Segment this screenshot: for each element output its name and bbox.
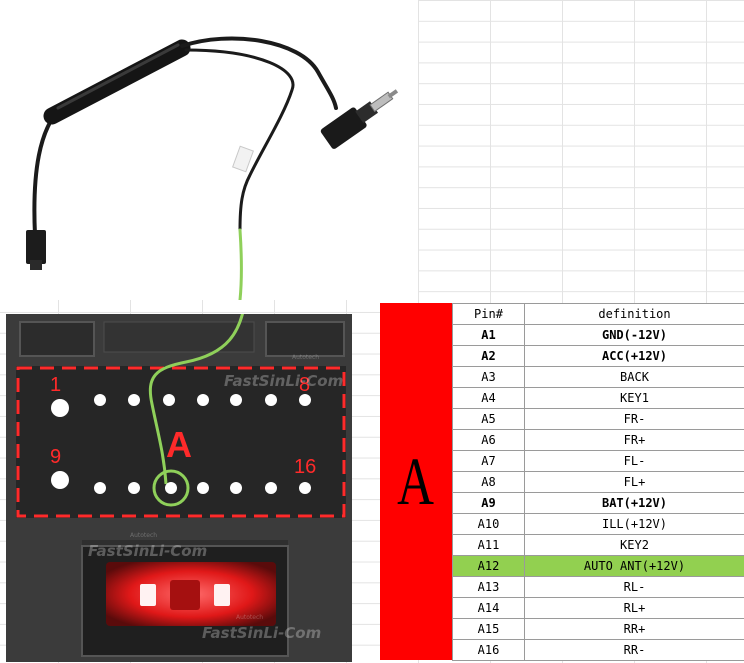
connector-pin: [230, 482, 242, 494]
pin-cell: A10: [452, 513, 525, 535]
pin-cell: A4: [452, 387, 525, 409]
pin-label-9: 9: [50, 446, 62, 468]
definition-cell: KEY2: [524, 534, 744, 556]
definition-cell: FR+: [524, 429, 744, 451]
definition-cell: FR-: [524, 408, 744, 430]
connector-photo: 1 8 9 16 A FastSinLi-Com FastSinLi-Com F…: [6, 314, 352, 662]
definition-cell: KEY1: [524, 387, 744, 409]
pin-cell: A16: [452, 639, 525, 661]
pin-cell: A3: [452, 366, 525, 388]
definition-cell: BAT(+12V): [524, 492, 744, 514]
definition-cell: RL+: [524, 597, 744, 619]
pin-cell: A13: [452, 576, 525, 598]
connector-pin: [299, 482, 311, 494]
watermark-small: Autotech: [130, 532, 158, 539]
watermark: FastSinLi-Com: [202, 624, 322, 642]
table-group-cell: A: [380, 303, 453, 660]
connector-pin: [128, 482, 140, 494]
definition-cell: FL-: [524, 450, 744, 472]
connector-pin: [163, 394, 175, 406]
connector-pin: [51, 471, 69, 489]
connector-pin: [94, 482, 106, 494]
connector-pin: [299, 394, 311, 406]
header-pin: Pin#: [452, 303, 525, 325]
pin-cell: A5: [452, 408, 525, 430]
definition-cell: AUTO ANT(+12V): [524, 555, 744, 577]
pin-cell: A9: [452, 492, 525, 514]
definition-cell: ILL(+12V): [524, 513, 744, 535]
connector-pin: [197, 394, 209, 406]
definition-cell: BACK: [524, 366, 744, 388]
antenna-adapter-cable-photo: [26, 36, 399, 300]
pin-cell: A8: [452, 471, 525, 493]
group-label-a: A: [166, 424, 192, 465]
definition-cell: RR+: [524, 618, 744, 640]
pin-label-1: 1: [50, 374, 62, 396]
pin-cell: A6: [452, 429, 525, 451]
connector-pin: [265, 394, 277, 406]
table-header-row: Pin# definition: [452, 303, 744, 325]
table-group-label: A: [397, 443, 435, 519]
watermark: FastSinLi-Com: [224, 372, 344, 390]
connector-pin: [265, 482, 277, 494]
connector-drawing: [16, 314, 346, 657]
pin-label-8: 8: [299, 374, 311, 396]
connector-pin: [94, 394, 106, 406]
header-definition: definition: [524, 303, 744, 325]
definition-cell: RL-: [524, 576, 744, 598]
definition-cell: FL+: [524, 471, 744, 493]
definition-cell: RR-: [524, 639, 744, 661]
connector-pin: [128, 394, 140, 406]
connector-pin: [230, 394, 242, 406]
pin-cell: A12: [452, 555, 525, 577]
pin-cell: A15: [452, 618, 525, 640]
pin-cell: A1: [452, 324, 525, 346]
definition-cell: ACC(+12V): [524, 345, 744, 367]
connector-pin: [197, 482, 209, 494]
pin-cell: A2: [452, 345, 525, 367]
definition-cell: GND(-12V): [524, 324, 744, 346]
watermark: FastSinLi-Com: [88, 542, 208, 560]
connector-pin: [51, 399, 69, 417]
pin-cell: A14: [452, 597, 525, 619]
pin-label-16: 16: [294, 456, 317, 478]
watermark-small: Autotech: [292, 354, 320, 361]
connector-pin: [165, 482, 177, 494]
watermark-small: Autotech: [236, 614, 264, 621]
pin-cell: A7: [452, 450, 525, 472]
pin-cell: A11: [452, 534, 525, 556]
